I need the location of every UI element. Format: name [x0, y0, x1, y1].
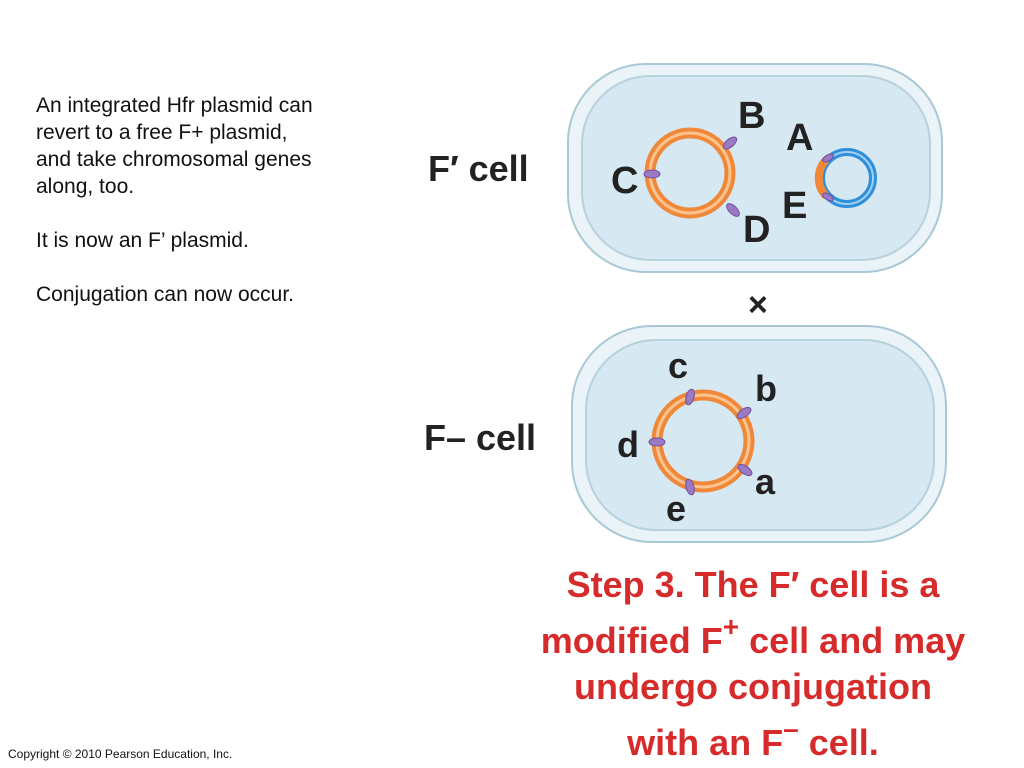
gene-marker-d [726, 203, 740, 217]
explanation-paragraph-1: An integrated Hfr plasmid can revert to … [36, 94, 313, 198]
gene-label-D: D [743, 209, 770, 251]
caption-line-3: undergo conjugation [574, 666, 932, 707]
gene-label-a-lower: a [755, 461, 776, 502]
f-prime-plasmid [814, 148, 877, 208]
gene-label-A: A [786, 117, 813, 159]
gene-label-c-lower: c [668, 345, 688, 386]
gene-marker-e [822, 192, 834, 202]
gene-label-b-lower: b [755, 368, 777, 409]
gene-marker-d-lower [648, 437, 666, 447]
cross-symbol: × [748, 286, 768, 324]
gene-label-C: C [611, 160, 638, 202]
gene-marker-a [822, 153, 834, 163]
f-prime-cell-label: F′ cell [428, 148, 529, 189]
caption-line-4: with an F– cell. [627, 713, 879, 763]
caption-line-2: modified F+ cell and may [540, 611, 966, 661]
gene-marker-b [722, 136, 738, 150]
explanation-paragraph-2: It is now an F’ plasmid. [36, 229, 249, 252]
gene-label-E: E [782, 185, 807, 227]
f-minus-chromosome [648, 388, 755, 496]
f-minus-cell-label: F– cell [424, 417, 536, 458]
step-caption: Step 3. The F′ cell is a modified F+ cel… [478, 562, 1024, 766]
gene-marker-b-lower [736, 406, 752, 420]
explanation-text: An integrated Hfr plasmid can revert to … [36, 92, 326, 335]
gene-label-d-lower: d [617, 424, 639, 465]
caption-line-1: Step 3. The F′ cell is a [566, 564, 940, 605]
gene-marker-e-lower [685, 478, 695, 496]
explanation-paragraph-3: Conjugation can now occur. [36, 283, 294, 306]
gene-label-B: B [738, 95, 765, 137]
gene-label-e-lower: e [666, 488, 686, 529]
copyright-notice: Copyright © 2010 Pearson Education, Inc. [8, 747, 233, 761]
gene-marker-c-lower [685, 388, 695, 406]
f-prime-cell [567, 63, 943, 273]
gene-marker-c [643, 169, 661, 179]
gene-marker-a-lower [737, 463, 753, 477]
f-prime-chromosome [643, 127, 740, 219]
